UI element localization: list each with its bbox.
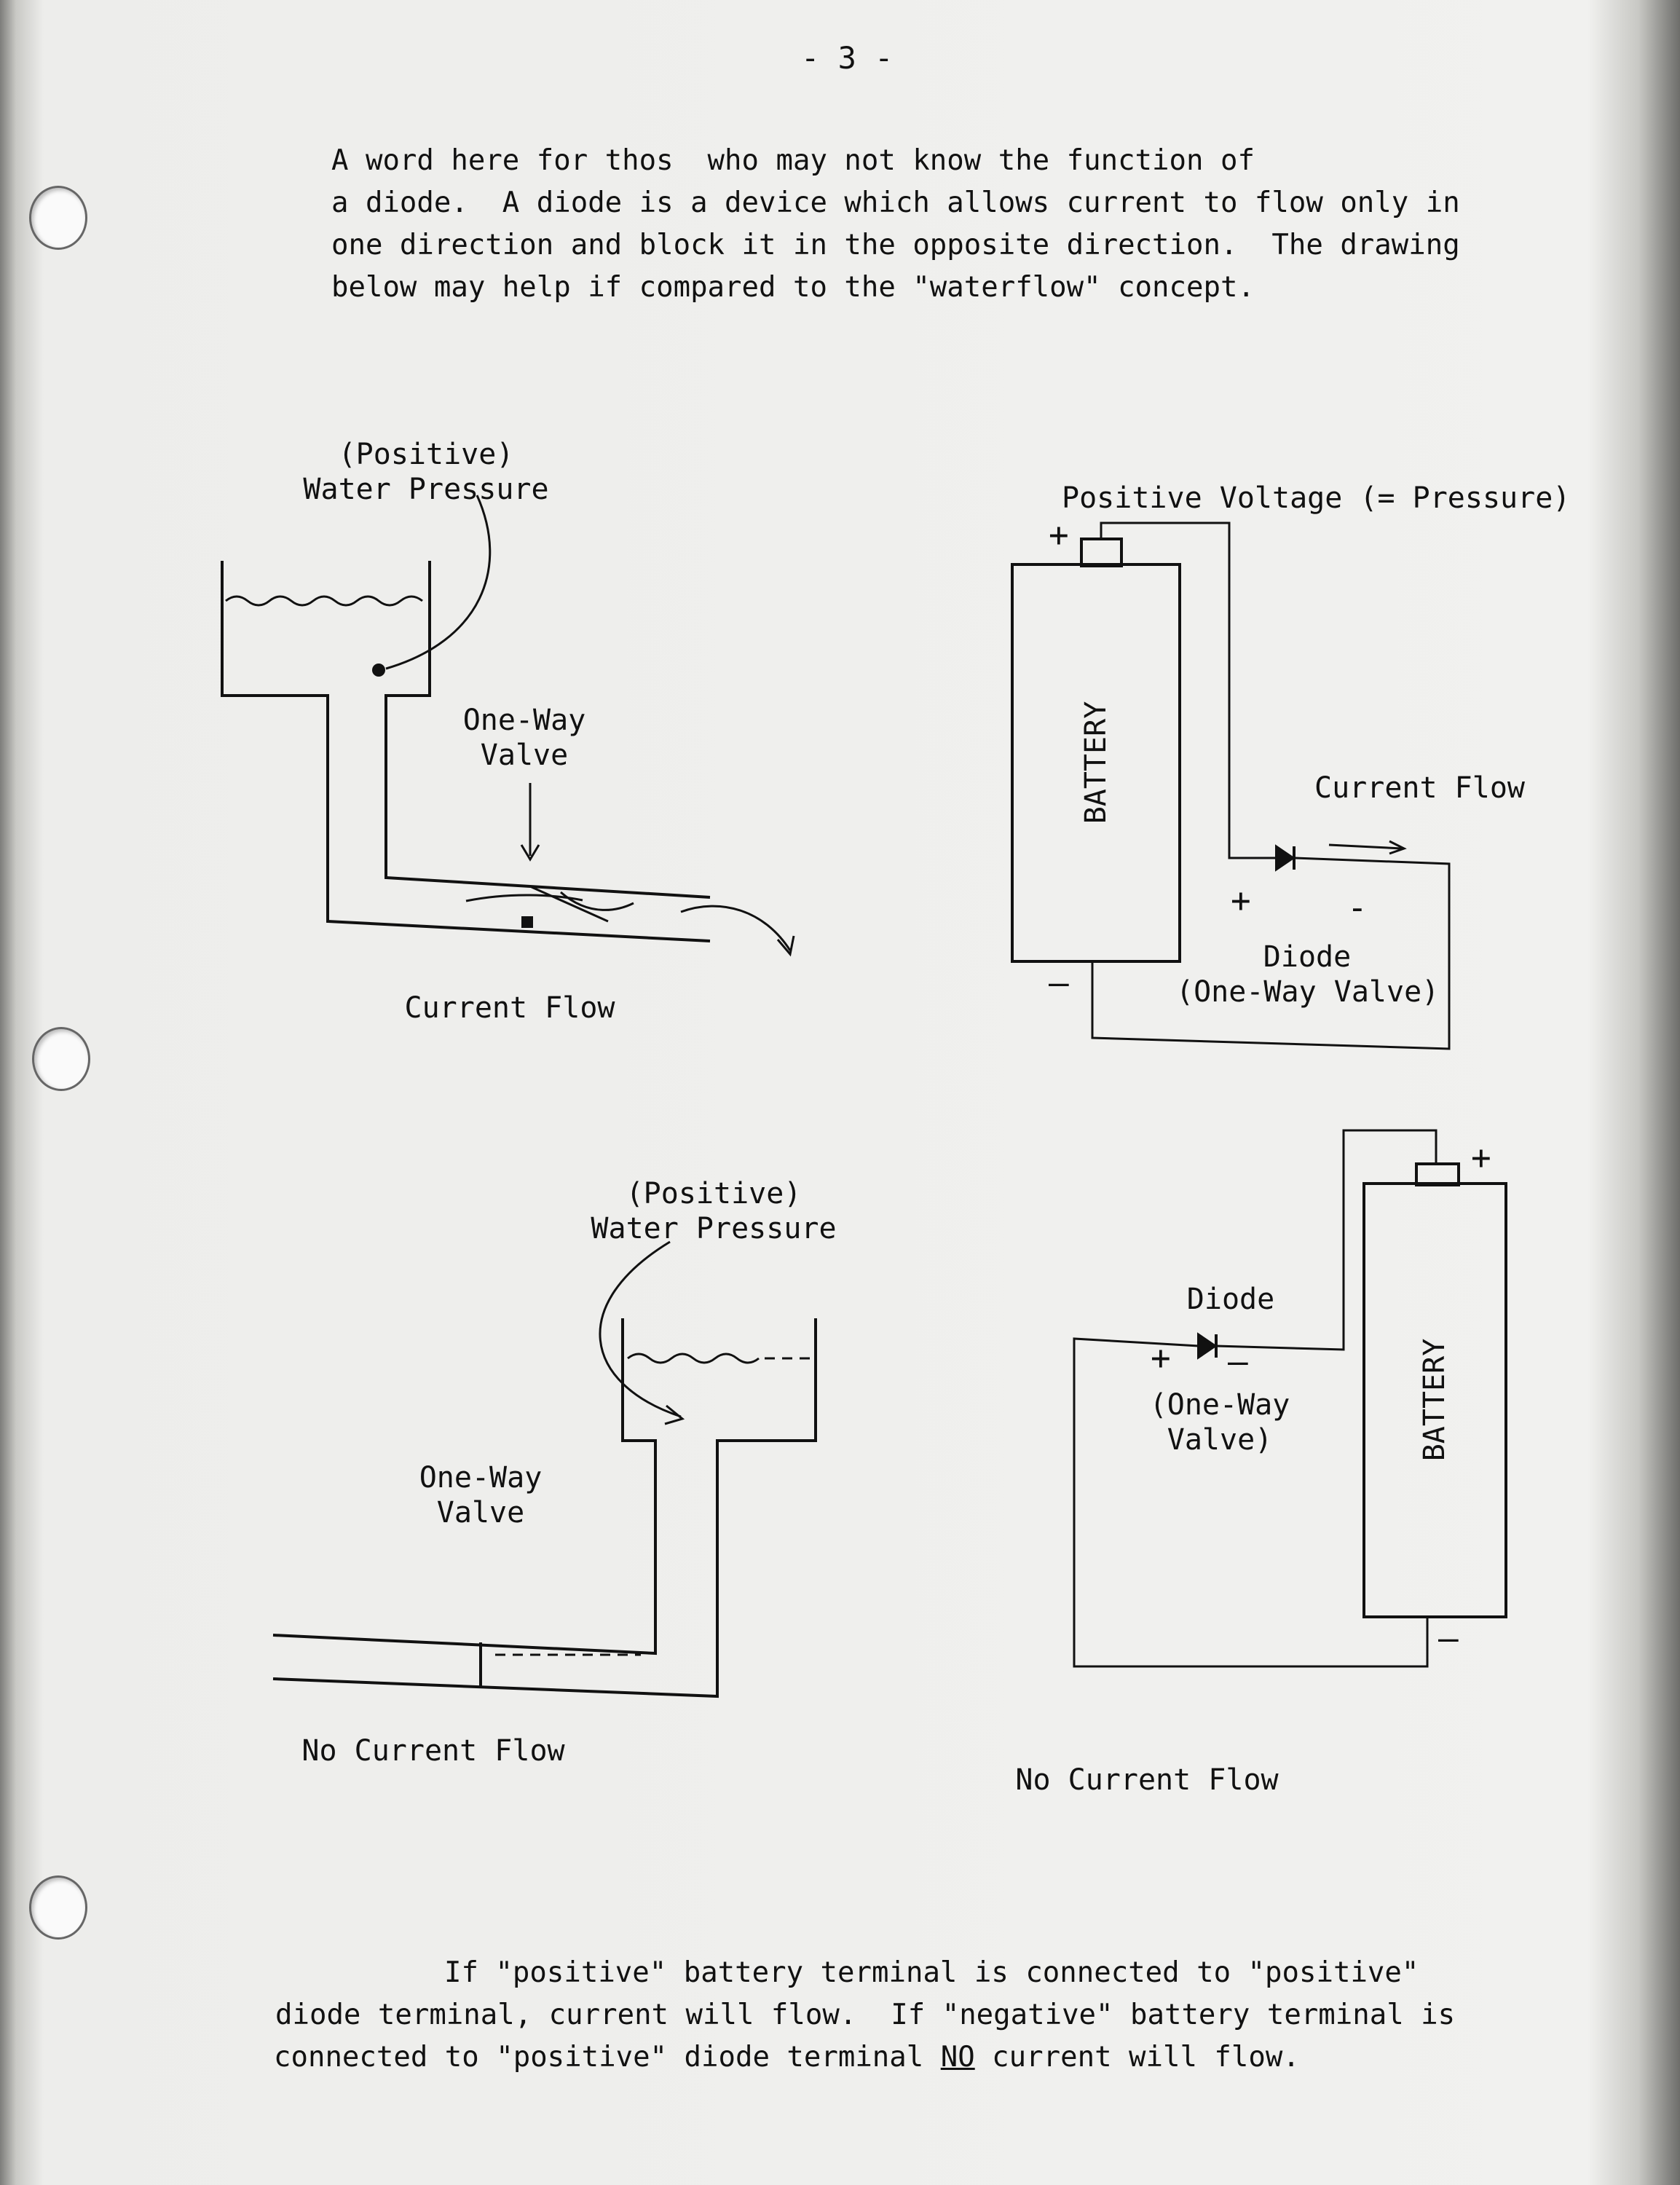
footer-line-2: diode terminal, current will flow. If "n…: [275, 1999, 1456, 2031]
binder-hole-top: [29, 186, 87, 250]
no-current-flow-caption-bottom-right: No Current Flow: [1015, 1763, 1279, 1797]
positive-water-pressure-label-top: (Positive) Water Pressure: [303, 438, 549, 506]
positive-voltage-label: Positive Voltage (= Pressure): [1062, 481, 1571, 515]
diode-minus-label-top: -: [1347, 888, 1368, 927]
emphasis-no: NO: [940, 2041, 975, 2074]
binder-hole-bottom: [29, 1875, 87, 1940]
current-flow-caption-top-left: Current Flow: [404, 991, 615, 1025]
diode-minus-label-bottom: —: [1228, 1342, 1248, 1381]
intro-line-2: a diode. A diode is a device which allow…: [331, 186, 1460, 219]
diode-label-top: Diode (One-Way Valve): [1176, 940, 1440, 1009]
intro-line-1: A word here for thos who may not know th…: [331, 144, 1255, 177]
intro-line-3: one direction and block it in the opposi…: [331, 229, 1460, 261]
water-flow-diagram-bottom: [272, 1240, 817, 1698]
water-flow-diagram-top: [221, 495, 795, 957]
one-way-valve-label-top: One-Way Valve: [462, 704, 586, 772]
battery-circuit-diagram-bottom: [1073, 1129, 1507, 1668]
positive-water-pressure-label-bottom: (Positive) Water Pressure: [591, 1177, 837, 1245]
battery-plus-terminal-top: +: [1049, 515, 1069, 554]
battery-label-bottom: BATTERY: [1418, 1338, 1451, 1462]
no-current-flow-caption-bottom-left: No Current Flow: [301, 1734, 565, 1768]
diode-plus-label-bottom: +: [1151, 1338, 1171, 1377]
battery-label-top: BATTERY: [1079, 701, 1113, 824]
one-way-valve-label-bottom-right: (One-Way Valve): [1149, 1388, 1290, 1457]
battery-plus-terminal-bottom: +: [1471, 1138, 1491, 1177]
intro-line-4: below may help if compared to the "water…: [331, 271, 1255, 304]
diode-label-bottom: Diode: [1186, 1283, 1275, 1316]
battery-minus-terminal-top: —: [1049, 963, 1069, 1002]
battery-minus-terminal-bottom: —: [1438, 1618, 1459, 1658]
footer-line-3: connected to "positive" diode terminal N…: [274, 2041, 1300, 2074]
battery-circuit-diagram-top: [1011, 521, 1451, 1050]
diode-plus-label-top: +: [1231, 881, 1251, 920]
current-flow-label-top-right: Current Flow: [1314, 771, 1525, 805]
footer-line-1: If "positive" battery terminal is connec…: [444, 1956, 1419, 1989]
one-way-valve-label-bottom: One-Way Valve: [419, 1461, 543, 1530]
binder-hole-middle: [32, 1027, 90, 1091]
page-number: - 3 -: [801, 40, 894, 76]
